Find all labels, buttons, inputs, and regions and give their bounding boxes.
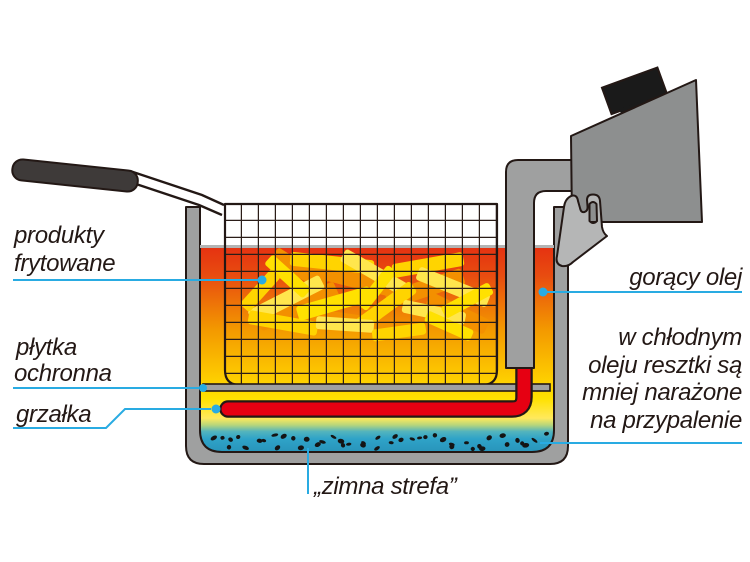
debris-dot bbox=[256, 438, 263, 443]
debris-dot bbox=[346, 442, 352, 446]
basket-mesh bbox=[223, 202, 499, 387]
oil-inlet-tube bbox=[505, 159, 576, 369]
label-protective-plate-1: płytka bbox=[15, 334, 77, 361]
handle-wire bbox=[126, 179, 223, 217]
heating-element bbox=[219, 357, 533, 418]
debris-dot bbox=[392, 434, 398, 439]
leader-dot-protective-plate bbox=[199, 384, 207, 392]
label-cold-note-4: na przypalenie bbox=[590, 407, 742, 434]
debris-dot bbox=[319, 440, 326, 444]
debris-dot bbox=[423, 435, 428, 440]
debris-dot bbox=[479, 446, 486, 452]
debris-dot bbox=[522, 442, 530, 448]
debris-dot bbox=[515, 437, 520, 443]
debris-dot bbox=[226, 444, 232, 450]
handle-wire bbox=[129, 169, 225, 207]
canister-body bbox=[570, 79, 703, 223]
basket-handle bbox=[11, 158, 225, 217]
leader-heater bbox=[13, 408, 211, 429]
leader-dot-hot-oil bbox=[538, 287, 548, 297]
debris-dot bbox=[544, 431, 549, 436]
oil-canister bbox=[570, 66, 703, 223]
leader-lines bbox=[13, 279, 742, 494]
label-cold-note-3: mniej narażone bbox=[582, 379, 742, 406]
debris-dot bbox=[242, 445, 249, 451]
fryer-tank bbox=[185, 206, 569, 465]
protective-plate bbox=[202, 383, 551, 392]
debris-dot bbox=[439, 436, 447, 443]
debris-dot bbox=[220, 435, 225, 440]
debris-dot bbox=[314, 442, 321, 448]
label-heater: grzałka bbox=[16, 401, 91, 428]
debris-dot bbox=[375, 435, 381, 440]
debris-dot bbox=[398, 437, 404, 443]
cold-zone-debris bbox=[210, 431, 549, 452]
debris-dot bbox=[340, 443, 346, 448]
debris-dot bbox=[297, 445, 304, 451]
label-hot-oil: gorący olej bbox=[629, 264, 743, 291]
debris-dot bbox=[432, 433, 438, 438]
pouring-oil-splash bbox=[555, 193, 608, 268]
debris-dot bbox=[280, 433, 287, 439]
label-fried-products-2: frytowane bbox=[14, 250, 115, 277]
debris-dot bbox=[337, 438, 345, 444]
label-protective-plate-2: ochronna bbox=[14, 360, 112, 387]
label-cold-note-2: oleju resztki są bbox=[588, 352, 742, 379]
leader-dot-fried-products bbox=[257, 275, 267, 285]
label-cold-note-1: w chłodnym bbox=[618, 324, 742, 351]
debris-dot bbox=[303, 436, 310, 442]
debris-dot bbox=[417, 436, 423, 440]
debris-dot bbox=[486, 435, 492, 441]
leader-dot-heater bbox=[211, 404, 221, 414]
heating-element-pipe bbox=[221, 359, 531, 416]
debris-dot bbox=[449, 444, 455, 450]
leader-dots bbox=[199, 275, 548, 414]
debris-dot bbox=[236, 434, 241, 440]
debris-dot bbox=[499, 433, 506, 438]
debris-dot bbox=[531, 437, 538, 443]
handle-grip bbox=[11, 158, 139, 193]
debris-dot bbox=[330, 434, 337, 439]
debris-dot bbox=[388, 441, 394, 445]
debris-dot bbox=[271, 433, 279, 437]
debris-dot bbox=[291, 436, 296, 441]
debris-dot bbox=[464, 441, 469, 445]
debris-dot bbox=[409, 437, 416, 441]
debris-dot bbox=[504, 442, 510, 447]
label-cold-zone: „zimna strefa” bbox=[313, 473, 458, 500]
debris-dot bbox=[210, 435, 217, 441]
debris-dot bbox=[228, 437, 233, 442]
debris-dot bbox=[374, 446, 380, 451]
debris-dot bbox=[261, 438, 267, 443]
debris-dot bbox=[470, 446, 475, 451]
label-fried-products-1: produkty bbox=[13, 222, 106, 249]
debris-dot bbox=[274, 445, 281, 451]
debris-dot bbox=[360, 442, 366, 448]
